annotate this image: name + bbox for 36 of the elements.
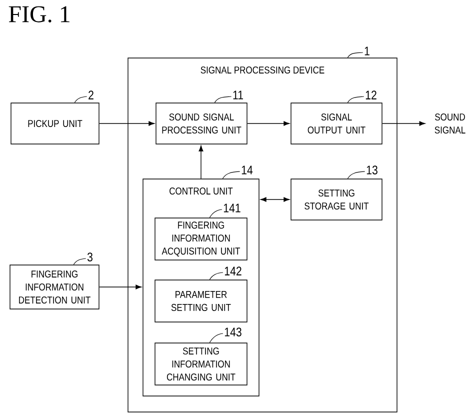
block-box: PICKUP UNIT <box>10 102 100 144</box>
leader-line <box>209 209 222 218</box>
arrow <box>198 146 204 179</box>
double-arrow <box>260 197 290 202</box>
arrow <box>99 284 142 290</box>
block-box: FINGERING INFORMATION ACQUISITION UNIT <box>154 218 248 260</box>
block-box: SIGNAL OUTPUT UNIT <box>290 102 382 144</box>
reference-numeral: 142 <box>224 266 242 276</box>
arrow <box>382 121 426 126</box>
figure-title: FIG. 1 <box>8 6 70 22</box>
leader-line <box>347 52 364 58</box>
leader-line <box>209 333 224 343</box>
output-label: SOUND SIGNAL <box>434 113 466 134</box>
block-box: PARAMETER SETTING UNIT <box>154 280 248 322</box>
block-box: SETTING INFORMATION CHANGING UNIT <box>154 342 248 386</box>
arrow <box>99 121 154 126</box>
reference-numeral: 143 <box>224 328 242 336</box>
reference-numeral: 14 <box>242 166 253 174</box>
block-box: SETTING STORAGE UNIT <box>290 178 382 220</box>
leader-line <box>74 96 88 103</box>
leader-line <box>73 258 86 265</box>
leader-line <box>214 96 232 103</box>
leader-line <box>347 171 366 179</box>
leader-line <box>209 272 224 280</box>
reference-numeral: 2 <box>88 90 94 100</box>
reference-numeral: 11 <box>233 90 243 100</box>
block-box: SOUND SIGNAL PROCESSING UNIT <box>156 102 248 144</box>
reference-numeral: 1 <box>364 46 370 56</box>
arrow <box>247 121 290 126</box>
leader-line <box>347 96 364 103</box>
block-box: FINGERING INFORMATION DETECTION UNIT <box>10 264 100 310</box>
reference-numeral: 12 <box>366 90 376 100</box>
reference-numeral: 13 <box>366 166 378 174</box>
reference-numeral: 3 <box>87 252 92 262</box>
reference-numeral: 141 <box>224 204 240 212</box>
leader-line <box>222 171 240 179</box>
